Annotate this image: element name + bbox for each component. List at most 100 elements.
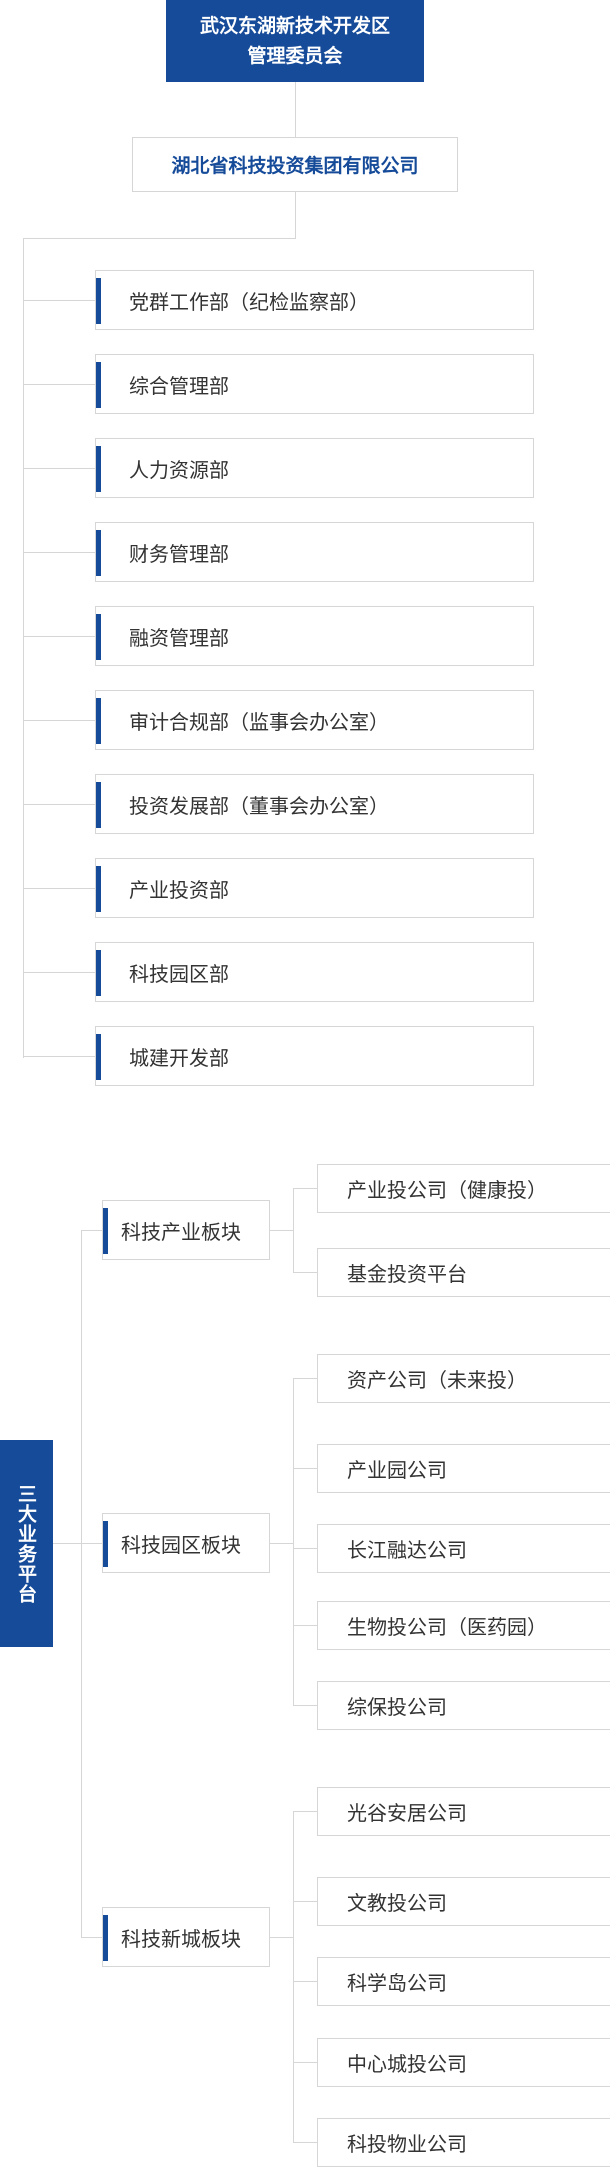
company-trunk-line (293, 1378, 294, 1705)
company-branch (293, 1188, 317, 1189)
sector-branch (81, 1230, 102, 1231)
company-item: 光谷安居公司 (317, 1787, 610, 1836)
dept-branch (23, 300, 95, 301)
management-committee-line1: 武汉东湖新技术开发区 (199, 15, 390, 37)
dept-branch (23, 636, 95, 637)
company-branch (293, 2142, 317, 2143)
dept-item: 投资发展部（董事会办公室） (95, 774, 534, 834)
company-trunk-line (293, 1188, 294, 1272)
sector-to-company-link (270, 1230, 293, 1231)
dept-accent-bar (96, 1034, 101, 1080)
dept-label: 人力资源部 (129, 457, 229, 482)
company-item: 文教投公司 (317, 1877, 610, 1926)
dept-label: 科技园区部 (129, 961, 229, 986)
management-committee-line2: 管理委员会 (247, 45, 343, 67)
dept-item: 财务管理部 (95, 522, 534, 582)
dept-branch (23, 552, 95, 553)
dept-item: 产业投资部 (95, 858, 534, 918)
dept-trunk-line (23, 238, 24, 1058)
company-item: 资产公司（未来投） (317, 1354, 610, 1403)
dept-branch (23, 384, 95, 385)
sector-tech-park: 科技园区板块 (102, 1513, 270, 1573)
sector-tech-industry: 科技产业板块 (102, 1200, 270, 1260)
company-branch (293, 1272, 317, 1273)
dept-branch (23, 1056, 95, 1057)
sector-label: 科技产业板块 (121, 1219, 241, 1244)
company-label: 产业投公司（健康投） (347, 1178, 547, 1202)
company-item: 科投物业公司 (317, 2118, 610, 2167)
platform-connector (53, 1543, 81, 1544)
dept-item: 综合管理部 (95, 354, 534, 414)
connector-top-to-group (295, 82, 296, 137)
company-item: 长江融达公司 (317, 1524, 610, 1573)
dept-item: 融资管理部 (95, 606, 534, 666)
company-label: 长江融达公司 (347, 1538, 467, 1562)
dept-label: 财务管理部 (129, 541, 229, 566)
dept-branch (23, 720, 95, 721)
company-branch (293, 1811, 317, 1812)
dept-label: 城建开发部 (129, 1045, 229, 1070)
sector-label: 科技园区板块 (121, 1532, 241, 1557)
company-item: 产业园公司 (317, 1444, 610, 1493)
dept-accent-bar (96, 950, 101, 996)
company-item: 生物投公司（医药园） (317, 1601, 610, 1650)
dept-item: 科技园区部 (95, 942, 534, 1002)
sector-accent-bar (103, 1915, 108, 1961)
sector-to-company-link (270, 1543, 293, 1544)
sector-branch (81, 1937, 102, 1938)
dept-item: 党群工作部（纪检监察部） (95, 270, 534, 330)
dept-label: 党群工作部（纪检监察部） (129, 289, 369, 314)
dept-branch (23, 888, 95, 889)
sector-to-company-link (270, 1937, 293, 1938)
business-platform-label: 三大业务平台 (0, 1440, 53, 1647)
company-branch (293, 1981, 317, 1982)
company-item: 产业投公司（健康投） (317, 1164, 610, 1213)
group-company-name: 湖北省科技投资集团有限公司 (171, 155, 419, 177)
dept-accent-bar (96, 782, 101, 828)
company-label: 生物投公司（医药园） (347, 1615, 547, 1639)
company-branch (293, 1625, 317, 1626)
dept-label: 综合管理部 (129, 373, 229, 398)
company-branch (293, 1705, 317, 1706)
dept-label: 产业投资部 (129, 877, 229, 902)
dept-label: 融资管理部 (129, 625, 229, 650)
dept-accent-bar (96, 446, 101, 492)
business-platform-text: 三大业务平台 (15, 1483, 37, 1604)
dept-branch (23, 972, 95, 973)
company-branch (293, 2062, 317, 2063)
connector-group-down (295, 192, 296, 238)
group-company-box: 湖北省科技投资集团有限公司 (132, 137, 458, 192)
company-trunk-line (293, 1811, 294, 2142)
dept-item: 审计合规部（监事会办公室） (95, 690, 534, 750)
company-label: 科学岛公司 (347, 1971, 447, 1995)
dept-accent-bar (96, 614, 101, 660)
company-item: 基金投资平台 (317, 1248, 610, 1297)
sector-tech-new-city: 科技新城板块 (102, 1907, 270, 1967)
sector-accent-bar (103, 1521, 108, 1567)
company-label: 文教投公司 (347, 1891, 447, 1915)
dept-accent-bar (96, 362, 101, 408)
company-label: 综保投公司 (347, 1695, 447, 1719)
sector-branch (81, 1543, 102, 1544)
sector-accent-bar (103, 1208, 108, 1254)
company-label: 产业园公司 (347, 1458, 447, 1482)
company-label: 中心城投公司 (347, 2052, 467, 2076)
company-label: 资产公司（未来投） (347, 1368, 527, 1392)
dept-label: 投资发展部（董事会办公室） (129, 793, 389, 818)
dept-item: 城建开发部 (95, 1026, 534, 1086)
dept-accent-bar (96, 866, 101, 912)
dept-accent-bar (96, 698, 101, 744)
platform-trunk-line (81, 1230, 82, 1937)
company-branch (293, 1548, 317, 1549)
dept-branch (23, 804, 95, 805)
company-label: 科投物业公司 (347, 2132, 467, 2156)
dept-accent-bar (96, 278, 101, 324)
management-committee-box: 武汉东湖新技术开发区 管理委员会 (166, 0, 424, 82)
dept-branch (23, 468, 95, 469)
dept-item: 人力资源部 (95, 438, 534, 498)
company-item: 科学岛公司 (317, 1957, 610, 2006)
company-label: 光谷安居公司 (347, 1801, 467, 1825)
company-item: 综保投公司 (317, 1681, 610, 1730)
company-branch (293, 1378, 317, 1379)
company-branch (293, 1468, 317, 1469)
